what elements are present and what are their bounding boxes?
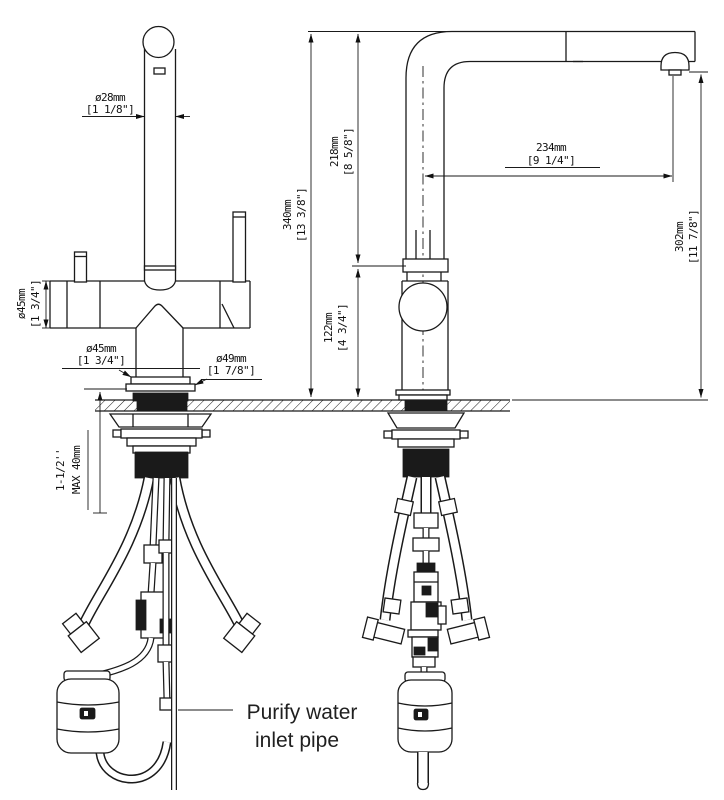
- spout-ball-top: [142, 25, 175, 59]
- dimension-base-diameter: ø45mm [1 3/4"]: [62, 342, 200, 378]
- supply-hose-right: [169, 477, 262, 654]
- dimension-body-height-122: 122mm [4 3/4"]: [322, 268, 361, 398]
- dim-label: 302mm: [673, 221, 686, 252]
- front-view-under-counter: [56, 413, 262, 790]
- dim-label: ø45mm: [86, 342, 117, 355]
- dim-label: ø28mm: [95, 91, 126, 104]
- filter-cartridge-front: [56, 670, 172, 784]
- supply-hose-left: [61, 476, 155, 654]
- dim-label: [11 7/8"]: [687, 210, 700, 264]
- dimension-flange-diameter: ø49mm [1 7/8"]: [194, 352, 262, 386]
- dimension-body-diameter: ø45mm [1 3/4"]: [15, 280, 50, 329]
- dim-label: 1-1/2'': [54, 449, 67, 491]
- dim-label: [13 3/8"]: [295, 188, 308, 242]
- dimension-outlet-height-302: 302mm [11 7/8"]: [512, 71, 708, 401]
- purify-water-annotation: Purify water inlet pipe: [178, 701, 357, 752]
- dim-label: 122mm: [322, 312, 335, 343]
- dimension-spout-height-218: 218mm [8 5/8"]: [328, 33, 406, 267]
- annotation-line1: Purify water: [247, 701, 358, 724]
- filter-cartridge-side: [397, 671, 453, 791]
- threaded-shank-side: [402, 448, 450, 478]
- purified-handle-lever: [232, 211, 247, 283]
- dim-label: 218mm: [328, 136, 341, 167]
- dim-label: [1 7/8"]: [207, 364, 255, 377]
- threaded-shank: [134, 451, 189, 479]
- dim-label: MAX 40mm: [70, 445, 83, 494]
- dim-label: [9 1/4"]: [527, 154, 575, 167]
- dim-label: ø45mm: [15, 288, 28, 319]
- dim-label: [1 3/4"]: [77, 354, 125, 367]
- dim-label: [8 5/8"]: [342, 128, 355, 176]
- side-view-under-counter: [361, 412, 491, 791]
- center-valve-stack-side: [407, 477, 447, 676]
- dimension-counter-thickness: 1-1/2'' MAX 40mm: [54, 388, 127, 514]
- pull-out-spray-head: [660, 51, 690, 76]
- dimension-total-height-340: 340mm [13 3/8"]: [281, 31, 452, 398]
- dim-label: 234mm: [536, 141, 567, 154]
- center-tubes-and-valve: [98, 477, 175, 711]
- dim-label: [4 3/4"]: [336, 304, 349, 352]
- front-view-faucet: [49, 25, 251, 412]
- dim-label: ø49mm: [216, 352, 247, 365]
- handle-joint-hub: [398, 282, 448, 332]
- annotation-line2: inlet pipe: [255, 729, 339, 752]
- supply-hose-left-side: [361, 475, 418, 645]
- dim-label: 340mm: [281, 199, 294, 230]
- dimension-spout-diameter: ø28mm [1 1/8"]: [82, 91, 190, 120]
- dimension-spout-reach-234: 234mm [9 1/4"]: [424, 76, 674, 182]
- cold-handle-lever: [73, 251, 88, 283]
- dim-label: [1 3/4"]: [29, 280, 42, 328]
- side-view-faucet: [395, 30, 696, 412]
- supply-hose-right-side: [434, 475, 491, 645]
- dim-label: [1 1/8"]: [86, 103, 134, 116]
